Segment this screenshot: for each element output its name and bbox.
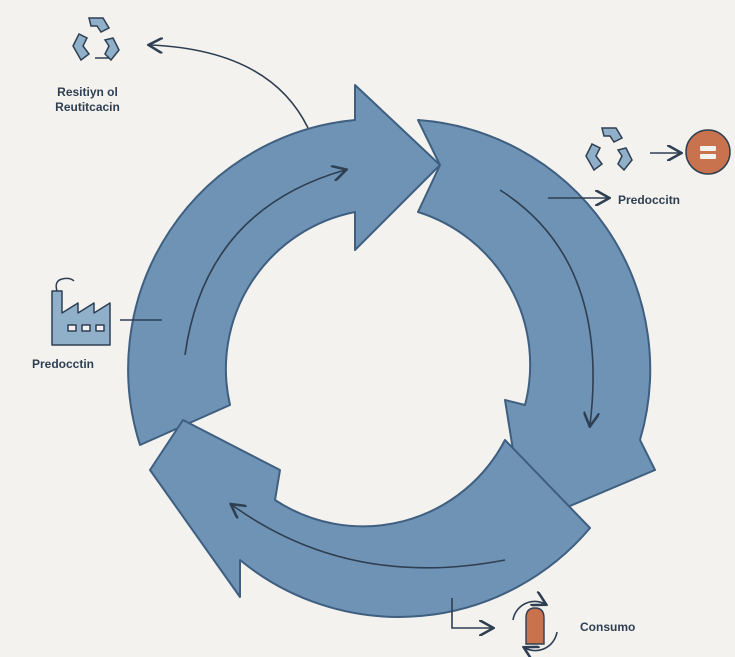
label-consumption: Consumo [580,620,636,634]
label-top-line2: Reutitcacin [55,100,120,114]
connector-bottom [451,598,492,628]
inner-flow-lines [184,170,593,569]
cycle-arrows [127,84,656,618]
label-right-production: Predoccitn [618,193,681,207]
connector-top [150,45,309,129]
cycle-arrow-bottom [149,419,591,618]
product-circle-icon [685,129,731,175]
connectors [120,45,680,628]
label-left-production: Predocctin [32,357,95,371]
inner-flow-top [184,170,345,356]
recycle-icon-right [585,127,633,172]
cycle-arrow-top [127,84,441,446]
cycle-arrow-right [417,119,656,526]
inner-flow-bottom [232,505,506,569]
inner-flow-right [499,189,593,425]
label-recycle-reuse: Resitiyn ol Reutitcacin [30,85,145,115]
consumption-icon [512,601,558,650]
label-top-line1: Resitiyn ol [57,85,118,99]
recycle-icon [72,17,120,62]
factory-icon [51,277,111,346]
